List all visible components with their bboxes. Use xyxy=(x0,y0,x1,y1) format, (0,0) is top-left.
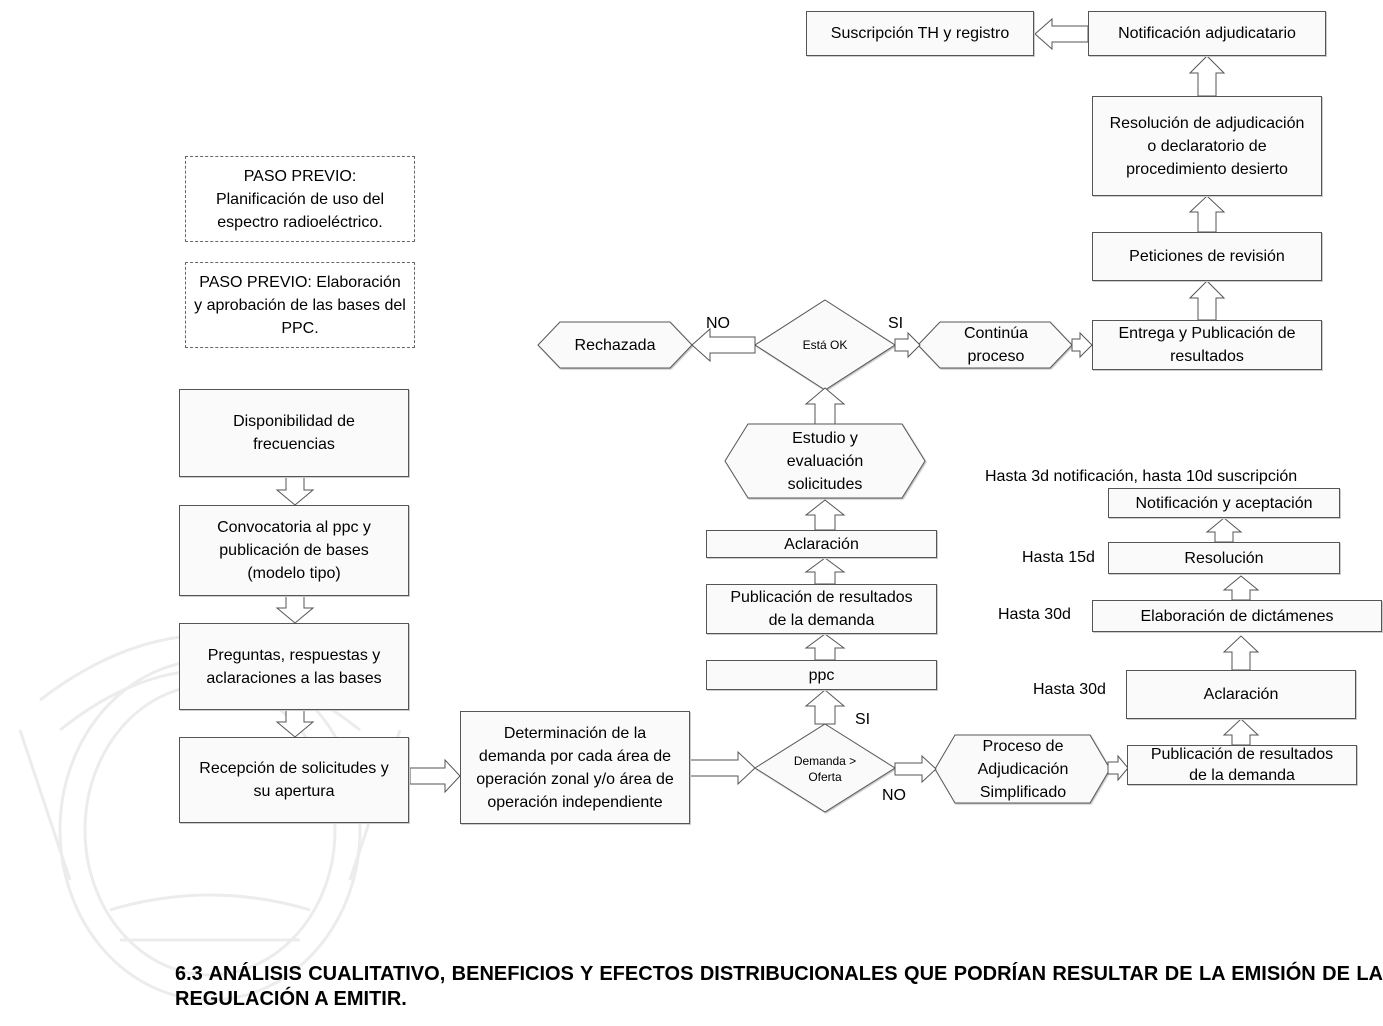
arrow-up-resolucion-bottom xyxy=(1205,517,1243,543)
arrow-down-1 xyxy=(275,476,315,506)
hexagon-rechazada-shape xyxy=(537,321,693,369)
arrow-right-determinacion xyxy=(689,750,756,786)
arrow-up-publicacion-bottom xyxy=(1222,718,1260,746)
hexagon-estudio-shape xyxy=(724,423,926,499)
arrow-up-ppc xyxy=(804,633,846,661)
label-hasta-3d: Hasta 3d notificación, hasta 10d suscrip… xyxy=(985,468,1298,485)
node-paso-previo-1: PASO PREVIO: Planificación de uso del es… xyxy=(185,156,415,242)
arrow-down-2 xyxy=(275,595,315,624)
arrow-up-aclaracion xyxy=(804,499,846,531)
label-hasta-30d-b: Hasta 30d xyxy=(1033,681,1106,698)
label-no-demanda: NO xyxy=(882,787,906,804)
arrow-up-aclaracion-bottom xyxy=(1222,635,1260,671)
node-aclaracion-top: Aclaración xyxy=(706,530,937,558)
node-rechazada: Rechazada xyxy=(574,336,656,354)
node-publicacion-resultados-bottom: Publicación de resultados de la demanda xyxy=(1127,745,1357,785)
arrow-up-peticiones xyxy=(1188,195,1226,233)
arrow-right-proceso xyxy=(1107,754,1129,782)
decision-demanda-oferta-shape xyxy=(754,723,896,813)
node-paso-previo-2: PASO PREVIO: Elaboración y aprobación de… xyxy=(185,262,415,348)
node-aclaracion-bottom: Aclaración xyxy=(1126,670,1356,719)
node-publicacion-resultados-top: Publicación de resultados de la demanda xyxy=(706,584,937,634)
node-notificacion-aceptacion: Notificación y aceptación xyxy=(1108,488,1340,518)
node-esta-ok: Está OK xyxy=(802,338,848,352)
node-demanda-oferta: Demanda > Oferta xyxy=(793,754,857,784)
arrow-left-rechazada xyxy=(691,327,756,363)
node-disponibilidad: Disponibilidad de frecuencias xyxy=(179,389,409,477)
arrow-up-estudio xyxy=(804,387,846,425)
node-ppc: ppc xyxy=(706,660,937,690)
arrow-down-3 xyxy=(275,709,315,738)
label-hasta-30d-a: Hasta 30d xyxy=(998,606,1071,623)
arrow-up-demanda xyxy=(804,689,846,725)
arrow-right-recepcion xyxy=(409,758,461,794)
arrow-up-publicacion xyxy=(804,557,846,585)
node-continua-proceso: Continúa proceso xyxy=(963,325,1029,365)
arrow-right-si-ok xyxy=(894,331,921,359)
arrow-up-elaboracion xyxy=(1222,575,1260,601)
label-hasta-15d: Hasta 15d xyxy=(1022,549,1095,566)
arrow-up-entrega xyxy=(1188,280,1226,321)
section-heading: 6.3 ANÁLISIS CUALITATIVO, BENEFICIOS Y E… xyxy=(175,963,1383,1010)
node-elaboracion-dictamenes: Elaboración de dictámenes xyxy=(1092,600,1382,632)
node-resolucion-adjudicacion: Resolución de adjudicación o declaratori… xyxy=(1092,96,1322,196)
node-suscripcion: Suscripción TH y registro xyxy=(806,11,1034,56)
arrow-up-resolucion xyxy=(1188,55,1226,97)
node-recepcion: Recepción de solicitudes y su apertura xyxy=(179,737,409,823)
node-notificacion-adjudicatario: Notificación adjudicatario xyxy=(1088,11,1326,56)
arrow-right-continua xyxy=(1071,331,1093,359)
node-preguntas: Preguntas, respuestas y aclaraciones a l… xyxy=(179,623,409,710)
label-no-ok: NO xyxy=(706,315,730,332)
node-proceso-adjudicacion: Proceso de Adjudicación Simplificado xyxy=(977,737,1069,801)
node-convocatoria: Convocatoria al ppc y publicación de bas… xyxy=(179,505,409,596)
node-peticiones-revision: Peticiones de revisión xyxy=(1092,232,1322,281)
node-estudio-evaluacion: Estudio y evaluación solicitudes xyxy=(786,429,864,493)
arrow-left-suscripcion xyxy=(1034,17,1089,51)
label-si-ok: SI xyxy=(888,315,904,332)
arrow-right-no-demanda xyxy=(894,754,937,784)
label-si-demanda: SI xyxy=(855,711,871,728)
node-entrega-publicacion: Entrega y Publicación de resultados xyxy=(1092,320,1322,370)
node-determinacion: Determinación de la demanda por cada áre… xyxy=(460,711,690,824)
node-resolucion: Resolución xyxy=(1108,542,1340,574)
